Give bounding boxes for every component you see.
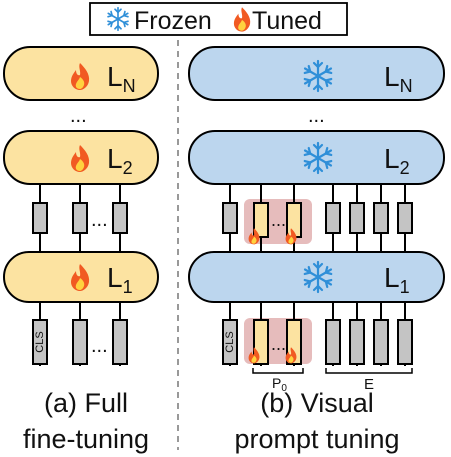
tuned-layer-1: L1 <box>3 251 159 303</box>
caption-a-line1: (a) Full <box>44 388 128 418</box>
layer-label: L2 <box>384 143 410 178</box>
ellipsis: ... <box>271 334 286 354</box>
ellipsis: ... <box>91 209 108 231</box>
layer-label: L1 <box>107 262 133 297</box>
hidden-tokens-b <box>222 184 413 252</box>
layer-label: L1 <box>384 262 410 297</box>
frozen-layer-1: L1 <box>188 251 445 303</box>
caption-b-line1: (b) Visual <box>260 388 374 418</box>
layer-label: LN <box>384 61 413 96</box>
prompt-label: P0 <box>272 375 287 394</box>
panel-b: LN ... L2 ... <box>188 46 445 454</box>
legend-frozen-label: Frozen <box>134 7 212 35</box>
layer-label: LN <box>107 61 136 96</box>
panel-a: LN ... L2 ... L1 <box>3 46 159 454</box>
cls-token-label: CLS <box>224 331 236 352</box>
prompt-bracket <box>252 368 304 374</box>
caption-a-line2: fine-tuning <box>23 424 149 454</box>
caption-b-line2: prompt tuning <box>234 424 399 454</box>
tuned-layer-2: L2 <box>3 130 159 185</box>
tuned-layer-n: LN <box>3 46 159 101</box>
ellipsis: ... <box>91 335 108 357</box>
embedding-bracket <box>325 368 413 374</box>
ellipsis: ... <box>308 105 325 127</box>
legend-tuned-label: Tuned <box>252 7 322 35</box>
input-tokens-b <box>222 302 413 366</box>
legend: Frozen Tuned <box>89 2 348 36</box>
embedding-label: E <box>364 376 374 393</box>
ellipsis: ... <box>70 105 87 127</box>
layer-label: L2 <box>107 143 133 178</box>
input-tokens-a <box>32 302 128 366</box>
ellipsis: ... <box>271 210 286 230</box>
cls-token-label: CLS <box>34 331 46 352</box>
frozen-layer-2: L2 <box>188 130 445 185</box>
hidden-tokens-a <box>32 184 128 252</box>
frozen-layer-n: LN <box>188 46 445 101</box>
